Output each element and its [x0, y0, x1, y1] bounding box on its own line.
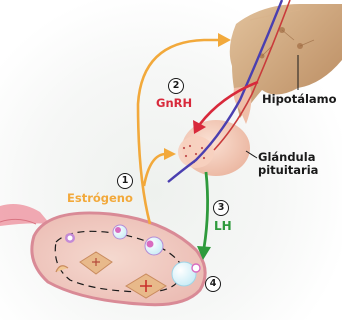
gnrh-label: GnRH	[156, 96, 192, 110]
hipotalamo-label: Hipotálamo	[262, 92, 337, 106]
lh-arrow	[197, 172, 211, 260]
lh-label: LH	[214, 219, 232, 233]
estrogeno-label: Estrógeno	[67, 191, 133, 205]
step-2-badge: 2	[168, 78, 184, 94]
glandula-label-line2: pituitaria	[258, 164, 318, 177]
step-4-badge: 4	[205, 276, 221, 292]
step-3-badge: 3	[213, 200, 229, 216]
step-1-badge: 1	[117, 173, 133, 189]
glandula-label: Glándula pituitaria	[258, 151, 318, 177]
ovary	[0, 204, 205, 305]
